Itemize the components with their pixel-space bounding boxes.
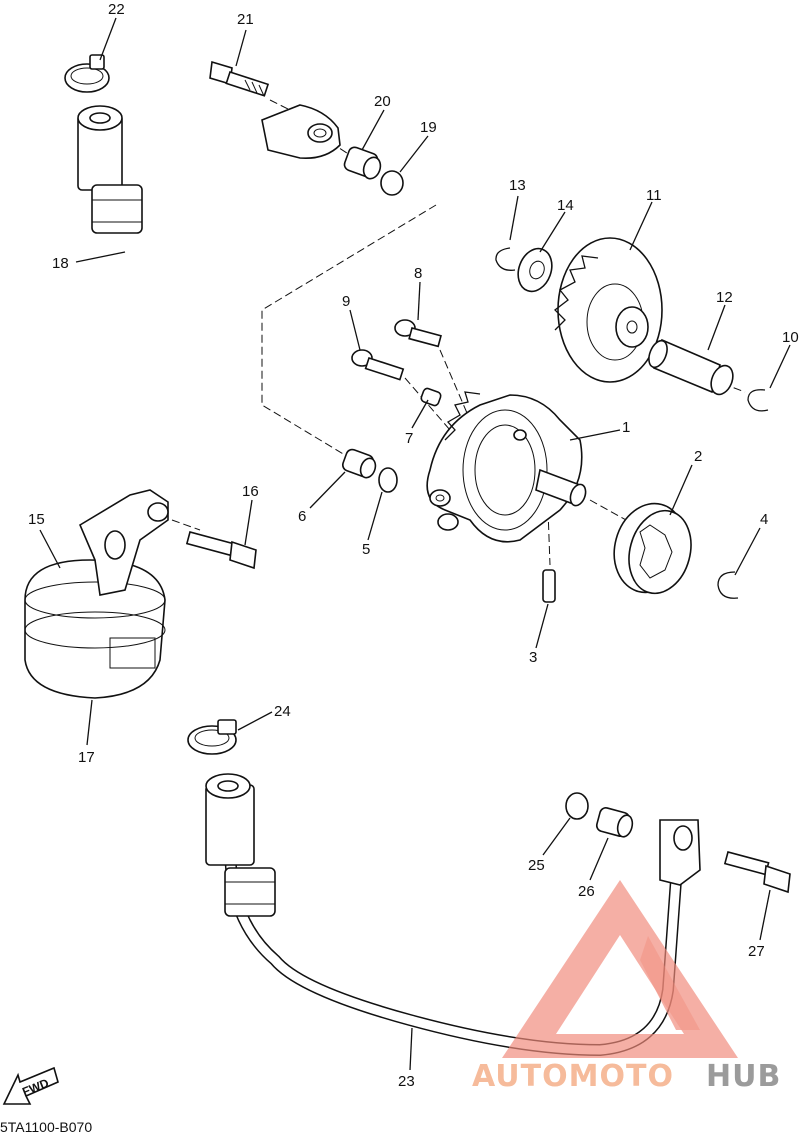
- bolt-27: [723, 851, 791, 894]
- pipe-18: [75, 104, 341, 311]
- callout-20: 20: [374, 93, 391, 110]
- hose-clamp-24: [187, 719, 237, 755]
- gear-11: [554, 237, 663, 383]
- rotor-2: [613, 502, 692, 595]
- callout-7: 7: [405, 430, 413, 447]
- callout-27: 27: [748, 943, 765, 960]
- hose-clamp-22: [64, 54, 110, 93]
- drawing-code: 5TA1100-B070: [0, 1119, 92, 1135]
- callouts: 1 2 3 4 5 6 7 8 9 10 11 12 13 14 15 16 1…: [28, 1, 799, 1090]
- watermark-text-hub: HUB: [706, 1059, 781, 1094]
- callout-16: 16: [242, 483, 259, 500]
- bolt-9: [351, 349, 405, 381]
- callout-23: 23: [398, 1073, 415, 1090]
- callout-26: 26: [578, 883, 595, 900]
- callout-11: 11: [646, 187, 662, 204]
- callout-5: 5: [362, 541, 370, 558]
- callout-4: 4: [760, 511, 768, 528]
- dowel-pin-7: [420, 387, 442, 407]
- callout-24: 24: [274, 703, 291, 720]
- o-ring-19: [380, 170, 404, 196]
- washer-14: [517, 247, 553, 293]
- callout-1: 1: [622, 419, 630, 436]
- callout-9: 9: [342, 293, 350, 310]
- callout-21: 21: [237, 11, 254, 28]
- bolt-16: [185, 531, 257, 570]
- collar-6: [341, 448, 377, 479]
- callout-22: 22: [108, 1, 125, 18]
- shaft-12: [648, 338, 734, 396]
- watermark-text-automoto: AUTOMOTO: [472, 1059, 674, 1094]
- callout-14: 14: [557, 197, 574, 214]
- circlip-10: [747, 389, 769, 412]
- bolt-8: [394, 319, 442, 348]
- callout-10: 10: [782, 329, 799, 346]
- automotohub-watermark: AUTOMOTO HUB: [472, 880, 781, 1094]
- callout-2: 2: [694, 448, 702, 465]
- oil-strainer-15: [24, 489, 169, 699]
- bolt-21: [209, 60, 270, 97]
- callout-8: 8: [414, 265, 422, 282]
- callout-3: 3: [529, 649, 537, 666]
- callout-13: 13: [509, 177, 526, 194]
- callout-17: 17: [78, 749, 95, 766]
- callout-25: 25: [528, 857, 545, 874]
- circlip-13: [495, 247, 516, 271]
- collar-26: [595, 807, 634, 838]
- collar-20: [343, 146, 382, 180]
- oil-pump-body-1: [426, 391, 587, 543]
- callout-12: 12: [716, 289, 733, 306]
- o-ring-5: [378, 467, 398, 493]
- callout-18: 18: [52, 255, 69, 272]
- pin-3: [542, 569, 556, 603]
- o-ring-25: [565, 792, 589, 820]
- watermark-logo-icon: [502, 880, 738, 1058]
- circlip-4: [717, 571, 739, 599]
- fwd-arrow-icon: FWD: [2, 1066, 59, 1105]
- callout-19: 19: [420, 119, 437, 136]
- leader-lines: [39, 17, 791, 1071]
- callout-15: 15: [28, 511, 45, 528]
- callout-6: 6: [298, 508, 306, 525]
